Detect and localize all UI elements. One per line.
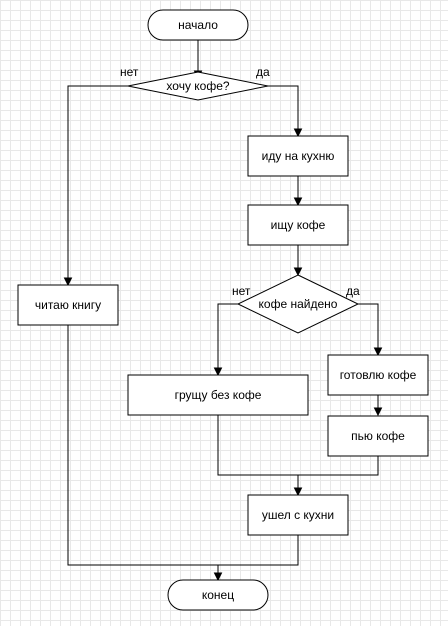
branch-label-yes: да: [256, 65, 270, 79]
process-read-book: читаю книгу: [17, 284, 119, 326]
terminator-start-label: начало: [178, 18, 218, 32]
terminator-end: конец: [167, 579, 269, 611]
edge-decision-no-to-read-book: [67, 85, 128, 279]
flowchart-edges: [63, 40, 383, 582]
process-sad-no-coffee: грущу без кофе: [127, 374, 309, 416]
process-drink-coffee-label: пью кофе: [351, 429, 405, 443]
process-left-kitchen-label: ушел с кухни: [262, 508, 334, 522]
arrowhead: [293, 128, 303, 138]
process-sad-no-coffee-label: грущу без кофе: [175, 388, 262, 402]
arrowhead: [63, 277, 73, 287]
arrowhead: [213, 367, 223, 377]
arrowhead: [293, 267, 303, 277]
decision-coffee-found: кофе найдено: [236, 274, 360, 334]
process-go-kitchen-label: иду на кухню: [262, 149, 335, 163]
branch-label-no: нет: [120, 65, 139, 79]
arrowhead: [293, 487, 303, 497]
decision-want-coffee: хочу кофе?: [127, 71, 269, 101]
process-make-coffee-label: готовлю кофе: [340, 368, 417, 382]
edge-found-yes-to-make: [358, 303, 379, 349]
arrowhead: [213, 572, 223, 582]
decision-want-coffee-label: хочу кофе?: [166, 79, 229, 93]
process-search-coffee-label: ищу кофе: [271, 218, 326, 232]
arrowhead: [373, 407, 383, 417]
process-left-kitchen: ушел с кухни: [247, 494, 349, 536]
terminator-start: начало: [147, 9, 249, 41]
branch-label-yes: да: [346, 284, 360, 298]
process-read-book-label: читаю книгу: [35, 298, 101, 312]
terminator-end-label: конец: [202, 588, 234, 602]
process-drink-coffee: пью кофе: [327, 415, 429, 457]
arrowhead: [293, 197, 303, 207]
arrowhead: [373, 347, 383, 357]
edge-read-book-to-end: [67, 325, 299, 566]
process-go-kitchen: иду на кухню: [247, 135, 349, 177]
edge-decision-yes-to-kitchen: [268, 85, 299, 130]
process-search-coffee: ищу кофе: [247, 204, 349, 246]
branch-label-no: нет: [232, 284, 251, 298]
decision-coffee-found-label: кофе найдено: [259, 297, 338, 311]
process-make-coffee: готовлю кофе: [327, 354, 429, 396]
edge-found-no-to-sad: [217, 303, 238, 369]
